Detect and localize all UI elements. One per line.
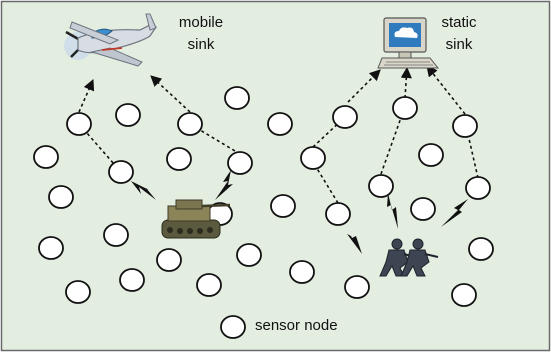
sensor-node (196, 273, 222, 297)
sensor-node (300, 146, 326, 170)
path-segment (347, 69, 381, 103)
sensor-node (236, 243, 262, 267)
sensor-node (451, 283, 477, 307)
path-segment (400, 66, 412, 99)
sensor-node (465, 176, 491, 200)
path-segment (312, 161, 339, 204)
mobile-sink-label-line1: mobile (178, 14, 224, 31)
legend-node (220, 315, 246, 339)
sensor-node (325, 202, 351, 226)
static-sink-label-line1: static (441, 14, 477, 31)
sensor-node (227, 151, 253, 175)
sensor-node (418, 143, 444, 167)
tank-icon (161, 199, 231, 239)
lightning-icon (344, 222, 362, 254)
sensor-node (103, 223, 129, 247)
path-segment (466, 129, 479, 179)
sensor-node (392, 96, 418, 120)
sensor-node (267, 112, 293, 136)
sensor-node (177, 112, 203, 136)
path-segment (78, 123, 122, 173)
sensor-node (410, 197, 436, 221)
legend-label: sensor node (255, 317, 338, 334)
lightning-icon (215, 170, 233, 200)
sensor-node (38, 236, 64, 260)
sensor-node (224, 86, 250, 110)
mobile-sink-label-line2: sink (187, 36, 215, 53)
sensor-nodes (33, 86, 494, 307)
wireless-links (131, 170, 468, 254)
sensor-node (270, 194, 296, 218)
path-segment (426, 65, 466, 115)
lightning-icon (387, 193, 398, 229)
sensor-node (332, 105, 358, 129)
path-segment (150, 75, 191, 113)
static-sink-label-line2: sink (445, 36, 473, 53)
lightning-icon (131, 181, 156, 200)
soldiers-icon (379, 238, 439, 277)
sensor-node (368, 174, 394, 198)
path-segment (380, 111, 404, 175)
sensor-node (166, 147, 192, 171)
sensor-node (65, 280, 91, 304)
sensor-node (468, 237, 494, 261)
sensor-node (108, 160, 134, 184)
sensor-node (66, 112, 92, 136)
sensor-node (33, 145, 59, 169)
lightning-icon (441, 199, 468, 227)
sensor-node (48, 185, 74, 209)
sensor-node (452, 114, 478, 138)
sensor-node (156, 248, 182, 272)
sensor-node (115, 103, 141, 127)
sensor-node (344, 275, 370, 299)
computer-icon (377, 17, 440, 69)
sensor-node (119, 268, 145, 292)
mobile-sink-label: mobile sink (176, 14, 226, 54)
static-sink-label: static sink (436, 14, 482, 54)
sensor-node (289, 260, 315, 284)
airplane-icon (64, 13, 157, 67)
